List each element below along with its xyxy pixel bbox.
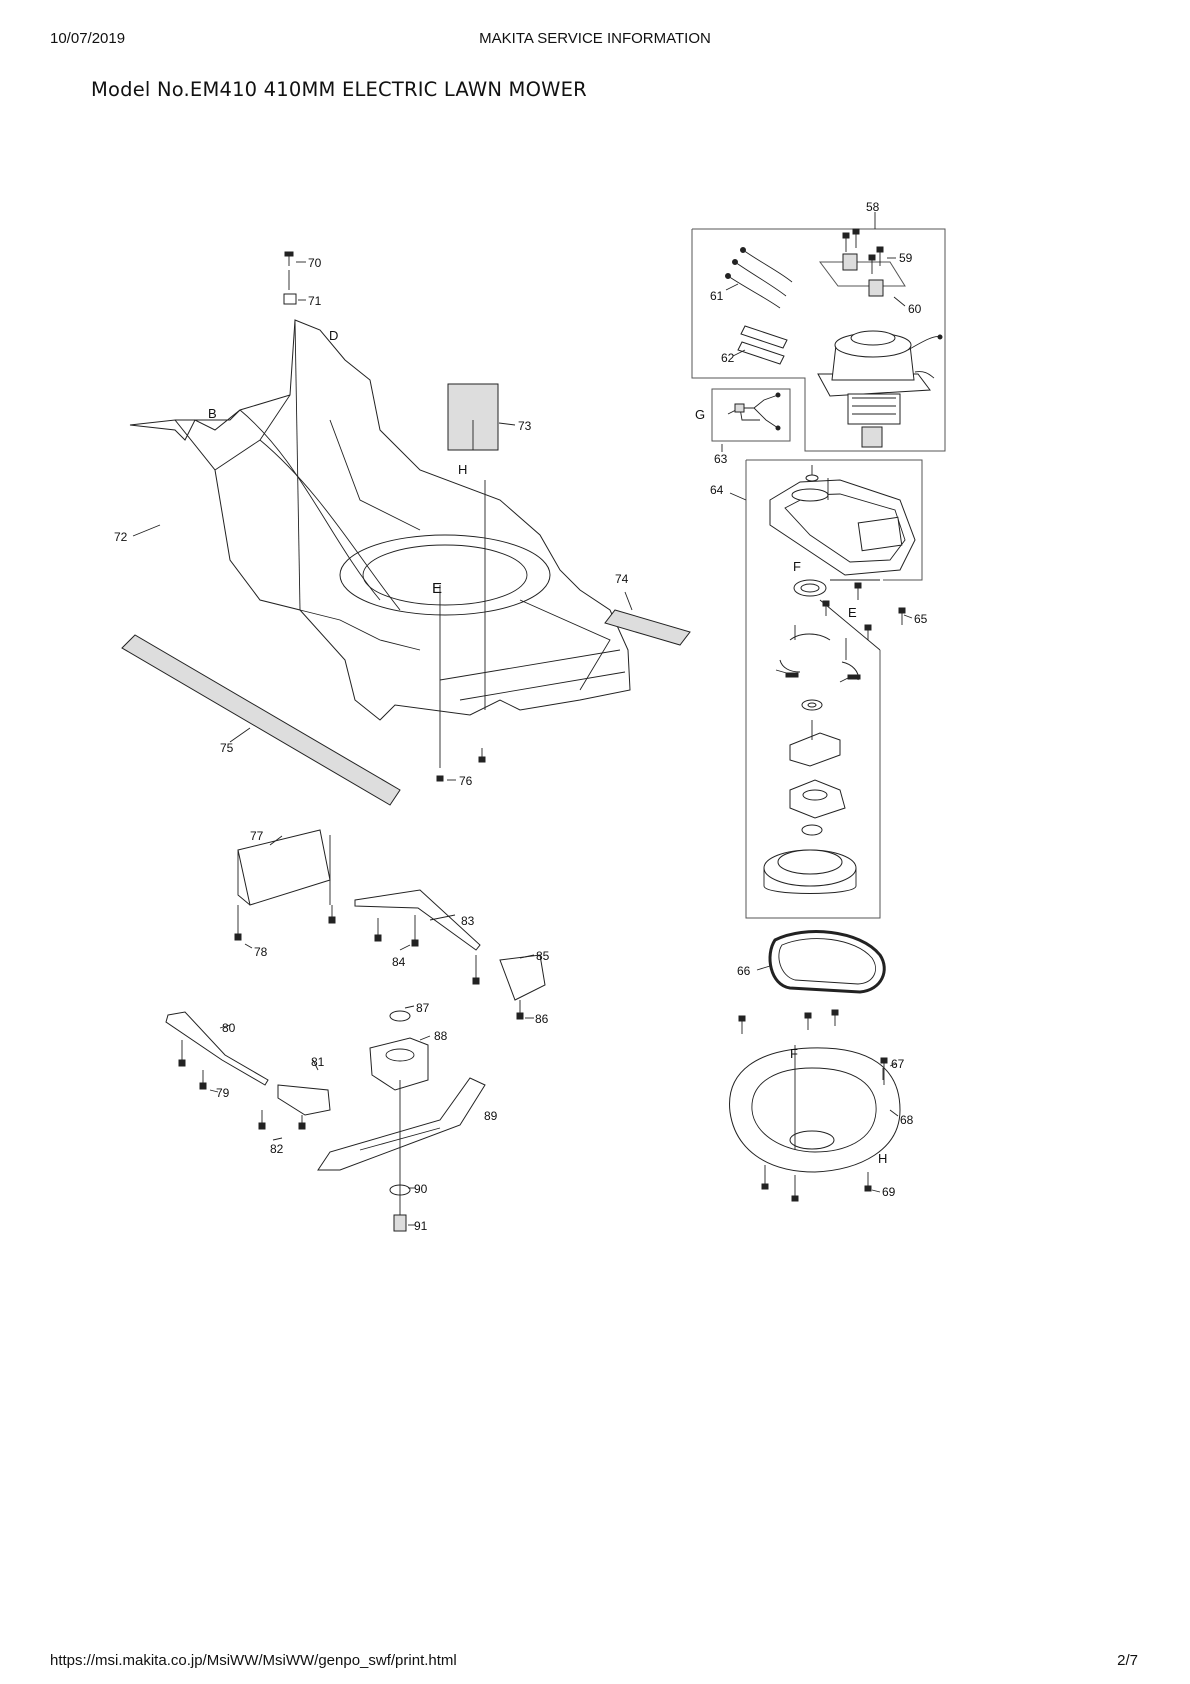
ref-letter-h-housing: H (878, 1151, 887, 1166)
gear-case-group (745, 459, 923, 919)
model-title: Model No.EM410 410MM ELECTRIC LAWN MOWER (91, 78, 587, 101)
drive-belt (768, 930, 886, 994)
ref-letter-g: G (695, 407, 705, 422)
part-number-87: 87 (416, 1001, 430, 1015)
cord-group (711, 388, 791, 442)
print-date: 10/07/2019 (50, 30, 126, 47)
part-number-65: 65 (914, 612, 928, 626)
leader-lines (132, 257, 913, 1226)
part-number-88: 88 (434, 1029, 448, 1043)
part-number-63: 63 (714, 452, 728, 466)
ref-letter-f-housing: F (790, 1046, 798, 1061)
ref-letter-e: E (432, 580, 442, 597)
rear-bracket (234, 829, 336, 941)
footer-url: https://msi.makita.co.jp/MsiWW/MsiWW/gen… (50, 1652, 457, 1669)
ref-letter-e-gear: E (848, 605, 857, 620)
air-filter (447, 383, 499, 451)
footer-page-number: 2/7 (1117, 1652, 1138, 1669)
support-bar (354, 889, 481, 985)
ref-letter-f: F (793, 559, 801, 574)
document-header-title: MAKITA SERVICE INFORMATION (479, 30, 711, 47)
part-number-78: 78 (254, 945, 268, 959)
part-number-91: 91 (414, 1219, 428, 1233)
mower-deck (129, 319, 631, 782)
part-number-77: 77 (250, 829, 264, 843)
part-number-71: 71 (308, 294, 322, 308)
part-number-75: 75 (220, 741, 234, 755)
handle-screw-and-clip (283, 251, 297, 305)
motor-assembly-group (691, 212, 946, 452)
clamp-81 (277, 1084, 331, 1130)
part-number-67: 67 (891, 1057, 905, 1071)
part-number-76: 76 (459, 774, 473, 788)
part-number-79: 79 (216, 1086, 230, 1100)
part-number-60: 60 (908, 302, 922, 316)
part-number-72: 72 (114, 530, 128, 544)
grille-strip (121, 634, 401, 806)
part-number-66: 66 (737, 964, 751, 978)
lower-housing (729, 1009, 901, 1202)
ref-letter-b: B (208, 406, 217, 421)
ref-letter-d: D (329, 328, 338, 343)
part-number-labels: 58 59 60 61 62 63 64 65 66 67 68 69 70 7… (114, 200, 928, 1233)
part-number-58: 58 (866, 200, 880, 214)
part-number-84: 84 (392, 955, 406, 969)
part-number-68: 68 (900, 1113, 914, 1127)
part-number-80: 80 (222, 1021, 236, 1035)
part-number-83: 83 (461, 914, 475, 928)
part-number-81: 81 (311, 1055, 325, 1069)
part-number-89: 89 (484, 1109, 498, 1123)
part-number-85: 85 (536, 949, 550, 963)
part-number-73: 73 (518, 419, 532, 433)
part-number-74: 74 (615, 572, 629, 586)
part-number-59: 59 (899, 251, 913, 265)
part-number-62: 62 (721, 351, 735, 365)
side-filter (604, 609, 691, 646)
blade-clamp-85 (499, 954, 546, 1020)
part-number-61: 61 (710, 289, 724, 303)
part-number-82: 82 (270, 1142, 284, 1156)
blade-stack (317, 1010, 486, 1232)
part-number-69: 69 (882, 1185, 896, 1199)
part-number-90: 90 (414, 1182, 428, 1196)
part-number-64: 64 (710, 483, 724, 497)
part-number-70: 70 (308, 256, 322, 270)
reference-letters: B D H E G F E F H (208, 328, 887, 1166)
ref-letter-h: H (458, 462, 467, 477)
part-number-86: 86 (535, 1012, 549, 1026)
lower-bar (165, 1011, 269, 1130)
